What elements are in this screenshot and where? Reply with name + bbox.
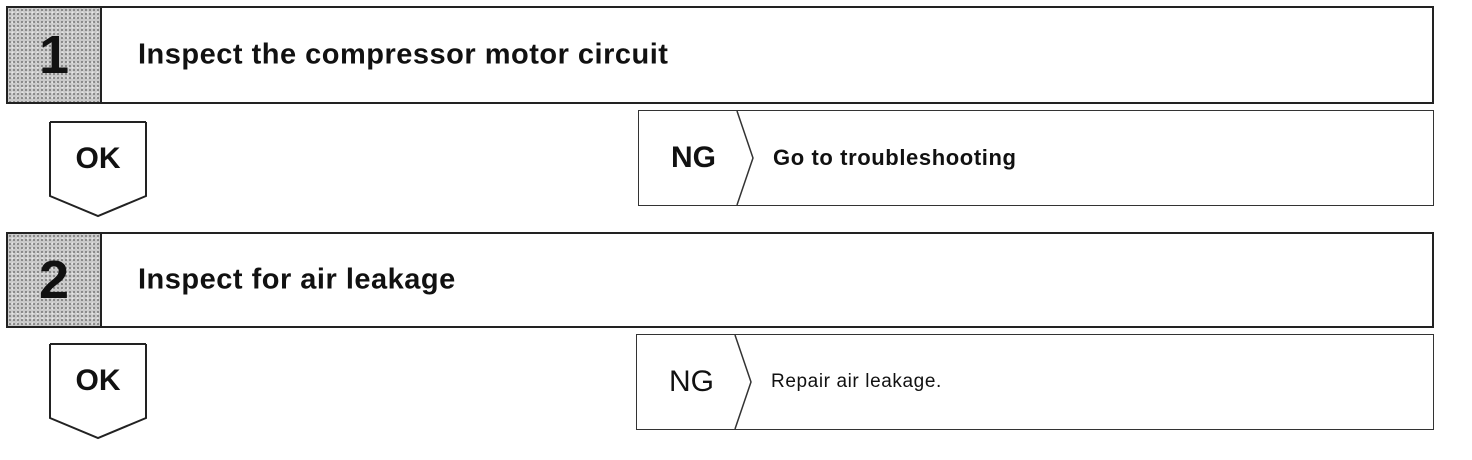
step-1-number: 1 bbox=[8, 8, 102, 102]
step-1-ok-label: OK bbox=[75, 142, 121, 175]
step-1-title: Inspect the compressor motor circuit bbox=[138, 38, 669, 71]
step-1-box: 1 Inspect the compressor motor circuit bbox=[6, 6, 1434, 104]
step-1-ng-action: Go to troubleshooting bbox=[773, 145, 1017, 170]
step-2-ng-label: NG bbox=[669, 365, 714, 398]
step-2-ng-action: Repair air leakage. bbox=[771, 371, 942, 392]
step-1-ng-chevron bbox=[736, 111, 754, 205]
step-2-ng-chevron bbox=[734, 335, 752, 429]
step-1-ng-label: NG bbox=[671, 141, 716, 174]
step-2-ok-label: OK bbox=[75, 364, 121, 397]
step-1-ng-box: NG Go to troubleshooting bbox=[638, 110, 1434, 206]
step-2-ng-box: NG Repair air leakage. bbox=[636, 334, 1434, 430]
step-2-number: 2 bbox=[8, 234, 102, 326]
step-2-box: 2 Inspect for air leakage bbox=[6, 232, 1434, 328]
ok-arrow-shape bbox=[49, 121, 147, 218]
step-1-ok-arrow: OK bbox=[48, 120, 148, 218]
step-2-title: Inspect for air leakage bbox=[138, 263, 456, 296]
step-2-ok-arrow: OK bbox=[48, 342, 148, 440]
ok-arrow-shape bbox=[49, 343, 147, 440]
